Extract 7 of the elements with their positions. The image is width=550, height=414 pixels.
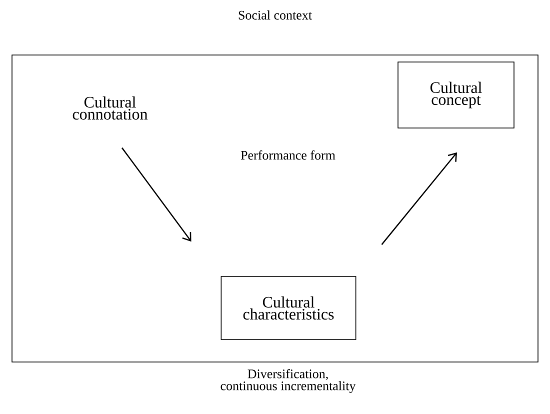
- text-box: Cultural concept: [398, 62, 514, 128]
- arrow: [381, 152, 457, 245]
- text-box: Cultural characteristics: [220, 276, 356, 340]
- title: Social context: [238, 10, 312, 20]
- caption: Diversification, continuous incrementality: [220, 369, 356, 393]
- text-label: Cultural connotation: [72, 96, 148, 120]
- arrow: [121, 147, 192, 242]
